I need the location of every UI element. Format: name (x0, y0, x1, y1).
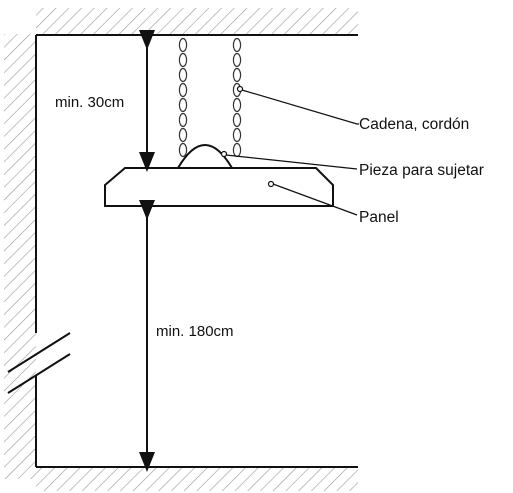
chain-left (178, 37, 188, 158)
wall-hatch (4, 34, 36, 479)
panel (104, 167, 334, 207)
ceiling-hatch (36, 8, 358, 35)
chain-leader (236, 85, 359, 125)
holder-piece (177, 144, 233, 169)
floor-clearance-label: min. 180cm (156, 323, 234, 340)
holder-label: Pieza para sujetar (359, 162, 484, 179)
chain-label: Cadena, cordón (359, 116, 469, 133)
panel-label: Panel (359, 209, 399, 226)
holder-leader (220, 150, 358, 170)
panel-leader (267, 180, 358, 216)
top-clearance-label: min. 30cm (55, 94, 124, 111)
floor-hatch (36, 467, 358, 491)
chain-right (232, 37, 242, 158)
wall-break-symbol (7, 332, 71, 394)
